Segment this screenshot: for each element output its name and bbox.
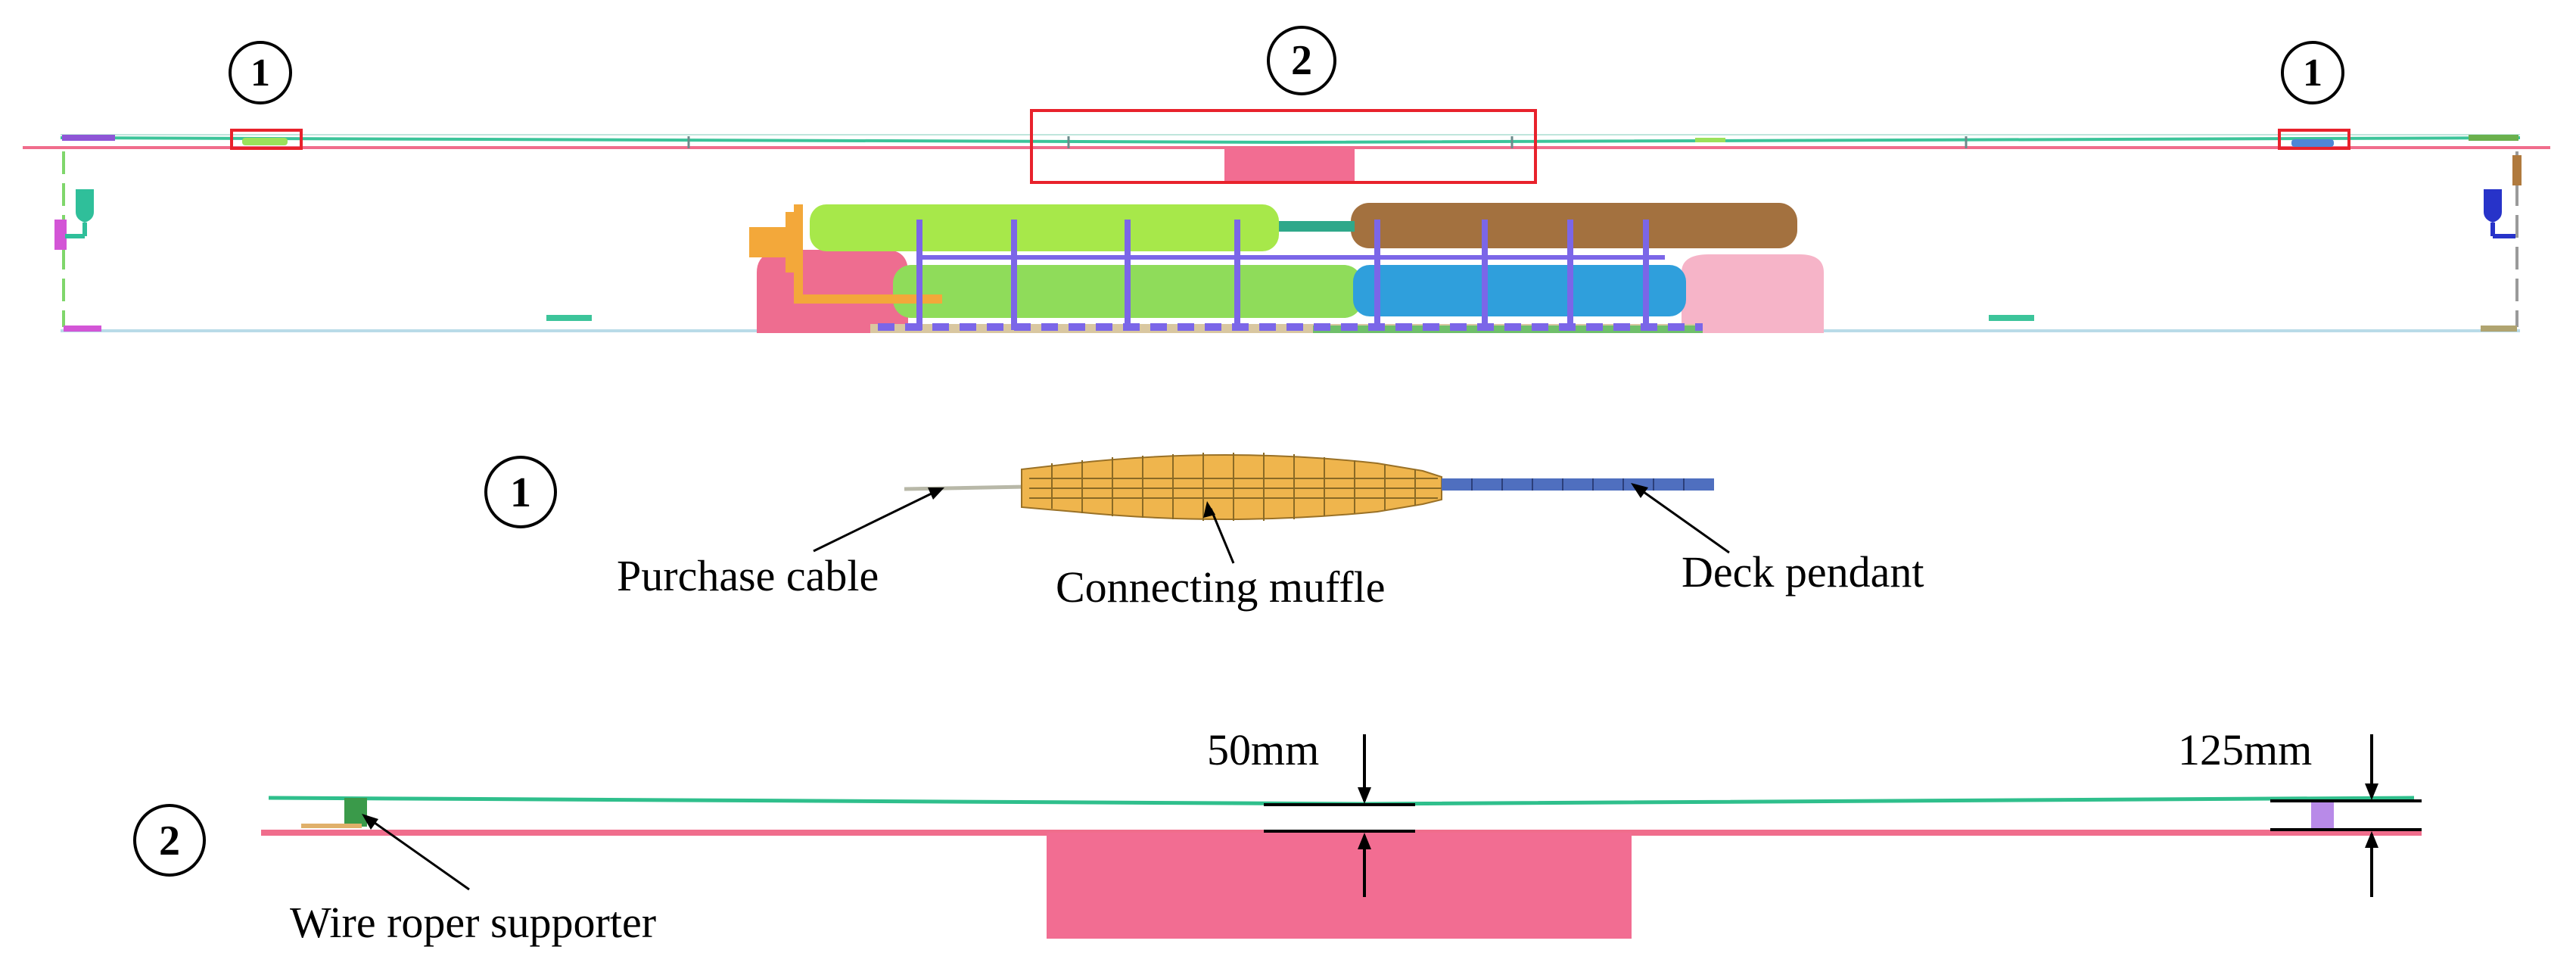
right-supporter	[2311, 801, 2334, 828]
right-end-plate	[2469, 135, 2518, 141]
label-gap-125mm: 125mm	[2178, 725, 2312, 774]
leader-connecting-muffle	[1209, 508, 1235, 564]
arrowhead	[1358, 833, 1371, 849]
callout-right: 1	[2281, 41, 2344, 104]
highlight-box-right	[2278, 129, 2350, 150]
left-muffle-small	[242, 138, 288, 145]
label-wire-roper-supporter: Wire roper supporter	[290, 898, 656, 947]
highlight-box-left	[230, 129, 303, 150]
arrowhead	[1631, 483, 1648, 498]
cable-line	[60, 136, 2521, 145]
svg-text:2: 2	[1291, 37, 1312, 84]
purchase-cable	[904, 484, 1026, 491]
left-end-plate	[62, 135, 115, 141]
left-frame-bottom	[64, 326, 101, 332]
arrowhead	[2365, 831, 2378, 848]
detail-1-view: 1	[484, 453, 1924, 612]
callout-detail-1: 1	[484, 456, 557, 528]
cable-segment-mark	[1695, 138, 1725, 142]
overview-view: 1 2 1	[23, 26, 2550, 333]
left-actuator-icon	[76, 189, 94, 223]
orange-valve-top	[786, 212, 802, 273]
brown-tank	[1351, 203, 1797, 248]
connecting-muffle	[1021, 454, 1442, 520]
arresting-engine	[749, 203, 1824, 333]
leader-deck-pendant	[1638, 487, 1730, 554]
svg-text:1: 1	[2303, 51, 2322, 95]
svg-text:2: 2	[159, 818, 180, 864]
right-muffle-small	[2291, 139, 2334, 147]
right-actuator-icon	[2484, 189, 2502, 223]
center-block-top	[1224, 148, 1355, 182]
arrowhead	[928, 488, 944, 500]
wire-roper-supporter	[344, 798, 367, 827]
svg-text:1: 1	[510, 469, 531, 516]
arrowhead	[1203, 501, 1215, 518]
arrowhead	[1358, 787, 1371, 804]
leader-wire-roper	[369, 818, 470, 891]
label-purchase-cable: Purchase cable	[617, 551, 879, 600]
callout-center: 2	[1267, 26, 1336, 95]
pendant-segments	[1471, 478, 1685, 491]
label-gap-50mm: 50mm	[1207, 725, 1319, 774]
highlight-box-center	[1030, 109, 1537, 184]
supporter-base	[301, 824, 362, 828]
lower-mark	[1989, 315, 2034, 321]
arrowhead	[362, 814, 378, 830]
callout-left: 1	[229, 41, 292, 104]
right-pink-base	[1682, 254, 1824, 333]
label-deck-pendant: Deck pendant	[1682, 547, 1924, 597]
right-frame-top	[2512, 155, 2522, 185]
svg-text:1: 1	[250, 51, 270, 95]
detail-center-block	[1047, 833, 1632, 939]
blue-tank	[1353, 265, 1686, 316]
detail-2-view: 2 50mm 125mm Wire roper supporter	[133, 725, 2422, 947]
leader-purchase-cable	[813, 491, 935, 553]
lower-mark	[546, 315, 592, 321]
connector-pipe	[1279, 221, 1355, 232]
deck-pendant	[1442, 478, 1714, 491]
arrowhead	[2365, 783, 2378, 800]
callout-detail-2: 2	[133, 804, 206, 877]
muffle-grid	[1029, 453, 1442, 521]
left-pink-base	[757, 250, 908, 333]
green-upper-tank	[810, 204, 1279, 251]
left-pink-clip	[54, 220, 67, 250]
label-connecting-muffle: Connecting muffle	[1056, 562, 1385, 612]
detail-cable-line	[268, 796, 2415, 806]
right-frame-bottom	[2481, 326, 2517, 332]
